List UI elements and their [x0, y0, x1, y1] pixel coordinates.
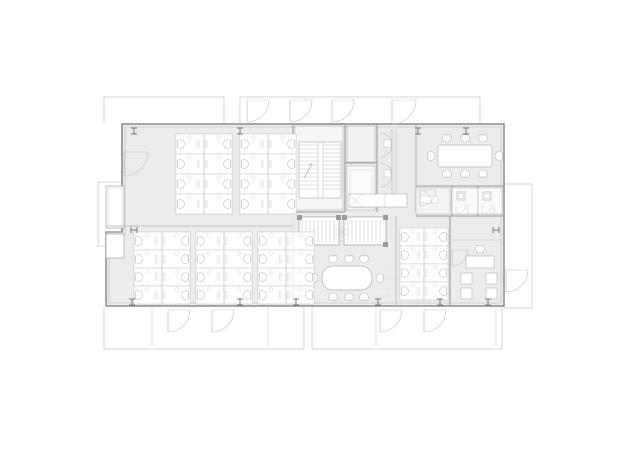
column-marker — [293, 298, 299, 306]
desk-unit — [267, 173, 297, 195]
conference-table-north — [427, 134, 503, 178]
desk-unit — [267, 153, 297, 175]
desk-unit — [195, 249, 225, 269]
desk-unit — [195, 285, 225, 305]
desk-unit — [161, 267, 191, 287]
door-bottom-right-a — [379, 309, 403, 333]
guide-lines — [104, 124, 417, 306]
column-marker — [131, 127, 137, 135]
door-swings — [123, 99, 529, 333]
desk-cluster-nw — [175, 133, 233, 215]
desk-cluster-sc — [195, 231, 253, 305]
desk-unit — [161, 231, 191, 251]
desk-unit — [423, 227, 449, 247]
column-marker — [485, 298, 491, 306]
column-marker — [375, 298, 381, 306]
desk-unit — [223, 249, 253, 269]
desk-unit — [267, 133, 297, 155]
desk-unit — [257, 249, 287, 269]
door-top-mid-b — [289, 99, 313, 123]
desk-unit — [285, 231, 315, 251]
desk-unit — [239, 173, 269, 195]
door-right-balcony — [505, 269, 529, 293]
desk-unit — [175, 153, 205, 175]
column-marker — [237, 298, 243, 306]
desk-unit — [161, 249, 191, 269]
reception-counter — [348, 193, 408, 208]
desk-unit — [399, 227, 425, 247]
desk-unit — [223, 231, 253, 251]
left-service-rooms — [105, 185, 125, 259]
desk-unit — [399, 281, 425, 301]
door-bottom-left-b — [211, 309, 235, 333]
door-top-right-a — [331, 99, 355, 123]
desk-unit — [223, 267, 253, 287]
main-stair — [298, 141, 342, 199]
desk-unit — [285, 285, 315, 305]
desk-unit — [223, 285, 253, 305]
desk-cluster-east — [399, 227, 449, 301]
desk-unit — [423, 245, 449, 265]
column-marker — [492, 227, 500, 233]
column-marker — [437, 298, 443, 306]
desk-unit — [195, 231, 225, 251]
desk-unit — [285, 249, 315, 269]
desk-unit — [161, 285, 191, 305]
column-marker — [129, 298, 135, 306]
desk-unit — [133, 249, 163, 269]
door-top-right-b — [391, 99, 417, 125]
door-top-mid-a — [246, 99, 270, 123]
private-office-furniture — [452, 239, 502, 300]
column-marker — [130, 227, 138, 233]
door-bottom-right-b — [423, 309, 447, 333]
desk-unit — [175, 133, 205, 155]
desk-unit — [133, 231, 163, 251]
desk-unit — [423, 263, 449, 283]
column-marker — [463, 127, 469, 135]
door-meeting-room — [419, 189, 437, 207]
exterior-wall-inner-line — [108, 126, 502, 304]
desk-unit — [133, 267, 163, 287]
desk-unit — [175, 173, 205, 195]
desk-unit — [285, 267, 315, 287]
desk-unit — [257, 231, 287, 251]
desk-unit — [239, 193, 269, 215]
door-top-left-terrace — [123, 151, 149, 177]
feature-stair — [297, 215, 388, 247]
terrace-outlines — [97, 96, 533, 350]
desk-unit — [423, 281, 449, 301]
column-marker — [237, 127, 243, 135]
desk-unit — [239, 153, 269, 175]
desk-unit — [133, 285, 163, 305]
desk-unit — [257, 285, 287, 305]
column-markers — [129, 127, 500, 306]
desk-clusters — [133, 133, 449, 305]
desk-cluster-ne — [239, 133, 297, 215]
door-office-entry — [451, 249, 469, 267]
desk-unit — [399, 263, 425, 283]
desk-cluster-sw — [133, 231, 191, 305]
desk-unit — [267, 193, 297, 215]
restroom-fixtures — [415, 187, 503, 215]
desk-cluster-se — [257, 231, 315, 305]
desk-unit — [203, 153, 233, 175]
desk-unit — [175, 193, 205, 215]
desk-unit — [257, 267, 287, 287]
desk-unit — [203, 173, 233, 195]
door-bottom-left-a — [167, 309, 191, 333]
desk-unit — [203, 193, 233, 215]
lobby-door-swings — [379, 130, 397, 205]
desk-unit — [239, 133, 269, 155]
desk-unit — [399, 245, 425, 265]
desk-unit — [195, 267, 225, 287]
desk-unit — [203, 133, 233, 155]
